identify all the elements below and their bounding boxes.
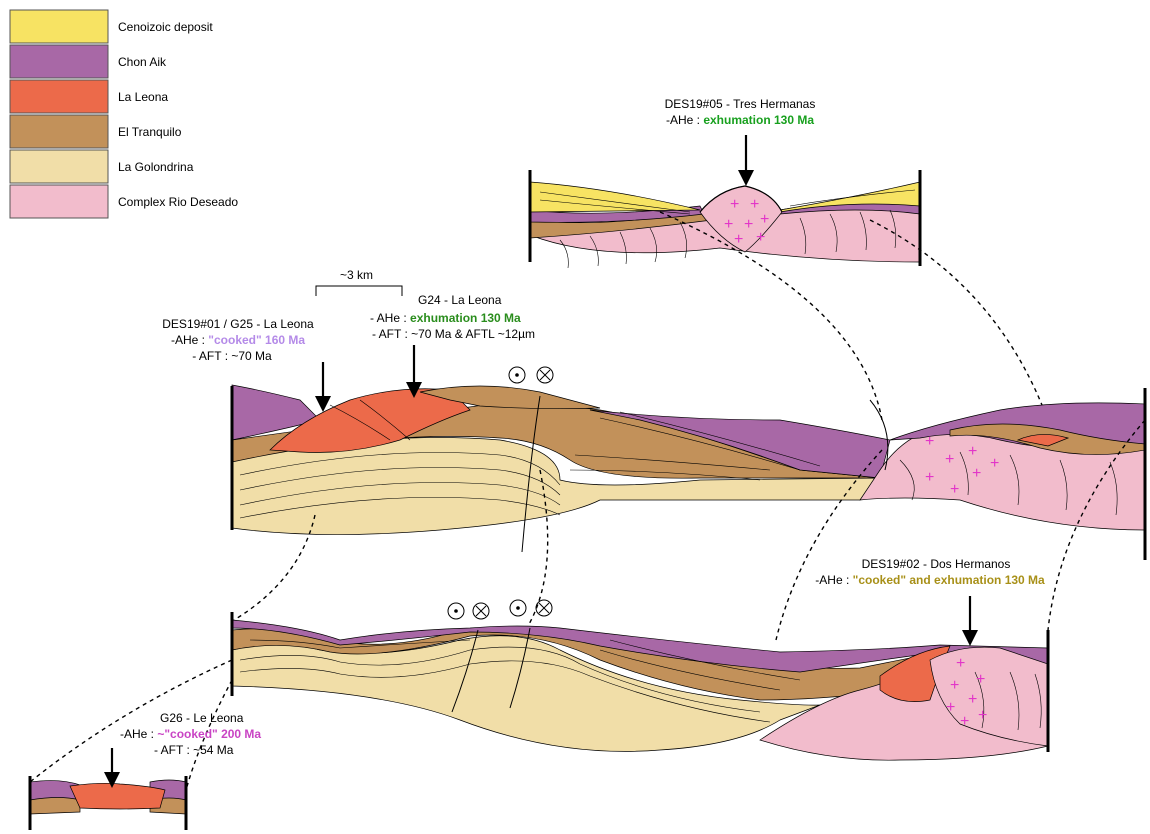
svg-text:+: +: [978, 707, 987, 724]
section-lower: +++ ++++: [230, 599, 1050, 761]
section-b-lagolondrina: [231, 437, 881, 535]
legend-label-complex: Complex Rio Deseado: [118, 195, 238, 209]
section-d-laleona: [69, 782, 166, 810]
svg-text:+: +: [968, 691, 977, 708]
des05-line: -AHe : exhumation 130 Ma: [666, 113, 814, 127]
annotation-g26: G26 - Le Leona -AHe : ~"cooked" 200 Ma -…: [104, 711, 261, 788]
correlation-lines: [29, 211, 1146, 791]
svg-text:+: +: [734, 231, 743, 248]
annotation-des19-02: DES19#02 - Dos Hermanos -AHe : "cooked" …: [815, 557, 1045, 646]
legend: Cenoizoic deposit Chon Aik La Leona El T…: [9, 9, 238, 219]
g26-title: G26 - Le Leona: [160, 711, 244, 725]
section-b-laleona-right: [1016, 434, 1070, 447]
g24-title: G24 - La Leona: [418, 293, 502, 307]
legend-swatch-eltranquilo: [9, 114, 109, 149]
section-b-granite-crosses: + + + + + + +: [925, 433, 999, 498]
legend-swatch-lagolondrina: [9, 149, 109, 184]
des01-aft: - AFT : ~70 Ma: [192, 349, 272, 363]
svg-text:+: +: [950, 677, 959, 694]
section-tres-hermanas: +++ ++++: [528, 170, 922, 269]
section-a-cenozoic-left: [529, 181, 701, 213]
des05-title: DES19#05 - Tres Hermanas: [665, 97, 816, 111]
svg-text:+: +: [724, 216, 733, 233]
g26-aft: - AFT : ~54 Ma: [154, 743, 234, 757]
svg-text:+: +: [976, 671, 985, 688]
section-small-bottom-left: [28, 776, 188, 830]
svg-text:+: +: [946, 699, 955, 716]
fault-motion-symbols-b: [508, 366, 554, 384]
svg-text:+: +: [960, 713, 969, 730]
scale-bar-label: ~3 km: [340, 268, 373, 282]
legend-swatch-cenozoic: [9, 9, 109, 44]
legend-label-chonaik: Chon Aik: [118, 55, 167, 69]
svg-text:+: +: [760, 211, 769, 228]
des01-ahe: -AHe : "cooked" 160 Ma: [171, 333, 305, 347]
section-a-foliation: [539, 189, 916, 269]
svg-text:+: +: [945, 451, 954, 468]
svg-text:+: +: [990, 455, 999, 472]
section-a-granite-crosses: +++ ++++: [724, 196, 769, 248]
des02-line: -AHe : "cooked" and exhumation 130 Ma: [815, 573, 1045, 587]
scale-bar: ~3 km: [315, 268, 403, 296]
g26-ahe: -AHe : ~"cooked" 200 Ma: [120, 727, 261, 741]
svg-text:+: +: [925, 433, 934, 450]
des01-title: DES19#01 / G25 - La Leona: [162, 317, 314, 331]
svg-text:+: +: [950, 481, 959, 498]
annotation-g24: G24 - La Leona - AHe : exhumation 130 Ma…: [370, 293, 535, 398]
g24-aft: - AFT : ~70 Ma & AFTL ~12µm: [372, 327, 535, 341]
svg-text:+: +: [730, 196, 739, 213]
svg-text:+: +: [968, 443, 977, 460]
svg-text:+: +: [956, 655, 965, 672]
section-c-granite: [929, 646, 1049, 747]
section-b-bedding: [239, 399, 1118, 519]
section-c-bedding: [239, 639, 1042, 731]
section-b-eltranquilo-top: [419, 385, 601, 410]
legend-label-eltranquilo: El Tranquilo: [118, 125, 182, 139]
svg-text:+: +: [744, 216, 753, 233]
annotation-des19-01: DES19#01 / G25 - La Leona -AHe : "cooked…: [162, 317, 331, 412]
section-la-leona-main: + + + + + + +: [230, 366, 1147, 560]
legend-label-lagolondrina: La Golondrina: [118, 160, 194, 174]
fault-motion-symbols-c: [447, 599, 553, 620]
legend-swatch-chonaik: [9, 44, 109, 79]
section-b-chonaik-mid: [589, 409, 891, 479]
g24-ahe: - AHe : exhumation 130 Ma: [370, 311, 521, 325]
svg-text:+: +: [750, 196, 759, 213]
legend-label-cenozoic: Cenoizoic deposit: [118, 20, 213, 34]
legend-swatch-laleona: [9, 79, 109, 114]
svg-text:+: +: [925, 469, 934, 486]
svg-text:+: +: [972, 465, 981, 482]
section-c-granite-crosses: +++ ++++: [946, 655, 987, 730]
legend-swatch-complex: [9, 184, 109, 219]
des02-title: DES19#02 - Dos Hermanos: [862, 557, 1011, 571]
legend-label-laleona: La Leona: [118, 90, 168, 104]
annotation-des19-05: DES19#05 - Tres Hermanas -AHe : exhumati…: [665, 97, 816, 186]
svg-text:+: +: [756, 229, 765, 246]
